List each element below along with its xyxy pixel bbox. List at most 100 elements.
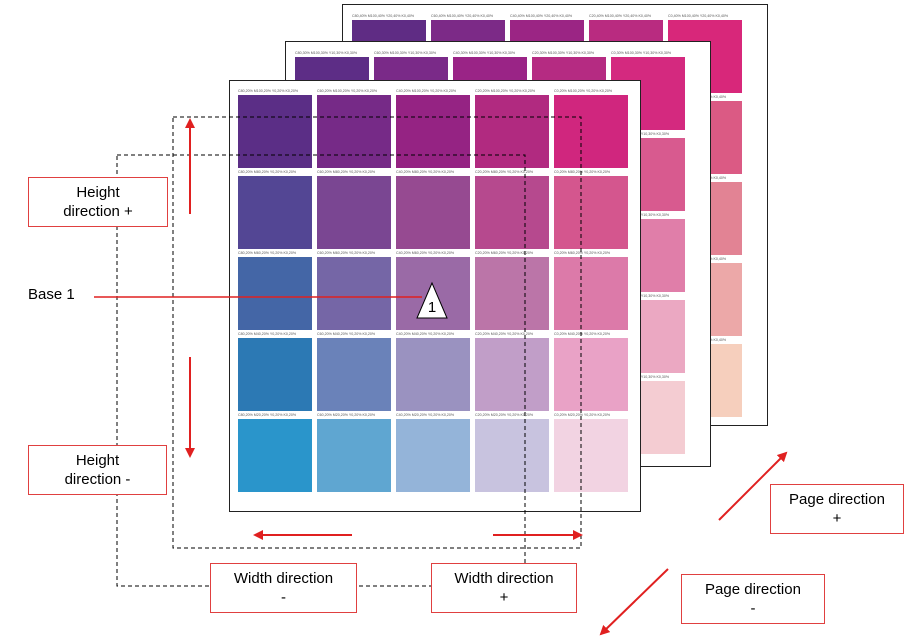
base-marker-triangle <box>416 281 448 319</box>
sheet-front: C80,20% M100,20% Y0,20% K0,20% C60,20% M1… <box>229 80 641 512</box>
swatch-label: C20,20% M60,20% Y0,20% K0,20% <box>475 251 534 255</box>
color-swatch <box>396 338 470 411</box>
swatch-label: C20,20% M20,20% Y0,20% K0,20% <box>475 413 534 417</box>
swatch-cell: C0,20% M40,20% Y0,20% K0,20% <box>554 330 628 411</box>
swatch-label: C20,20% M80,20% Y0,20% K0,20% <box>475 170 534 174</box>
swatch-label: C80,20% M60,20% Y0,20% K0,20% <box>238 251 297 255</box>
color-swatch <box>396 95 470 168</box>
color-swatch <box>475 338 549 411</box>
swatch-label: C80,40% M100,40% Y20,40% K0,40% <box>352 14 415 18</box>
swatch-label: C60,20% M40,20% Y0,20% K0,20% <box>317 332 376 336</box>
swatch-label: C0,20% M100,20% Y0,20% K0,20% <box>554 89 613 93</box>
color-swatch <box>554 95 628 168</box>
width-plus-line1: Width direction <box>454 570 554 587</box>
color-swatch <box>554 419 628 492</box>
swatch-cell: C80,20% M100,20% Y0,20% K0,20% <box>238 87 312 168</box>
swatch-label: C80,20% M40,20% Y0,20% K0,20% <box>238 332 297 336</box>
swatch-cell: C20,20% M80,20% Y0,20% K0,20% <box>475 168 549 249</box>
swatch-label: C80,20% M20,20% Y0,20% K0,20% <box>238 413 297 417</box>
swatch-label: C0,20% M80,20% Y0,20% K0,20% <box>554 170 611 174</box>
height-plus-line1: Height <box>76 184 120 201</box>
swatch-label: C0,40% M100,40% Y20,40% K0,40% <box>668 14 729 18</box>
page-plus-arrow <box>718 451 788 521</box>
color-swatch <box>475 419 549 492</box>
height-plus-label: Height direction + <box>28 177 168 227</box>
color-swatch <box>396 419 470 492</box>
swatch-cell: C60,20% M40,20% Y0,20% K0,20% <box>317 330 391 411</box>
color-swatch <box>554 257 628 330</box>
swatch-label: C60,20% M80,20% Y0,20% K0,20% <box>317 170 376 174</box>
color-swatch <box>317 257 391 330</box>
swatch-cell: C0,20% M80,20% Y0,20% K0,20% <box>554 168 628 249</box>
width-minus-label: Width direction - <box>210 563 357 613</box>
color-swatch <box>475 95 549 168</box>
color-swatch <box>317 95 391 168</box>
swatch-label: C40,20% M20,20% Y0,20% K0,20% <box>396 413 455 417</box>
width-plus-line2: + <box>499 589 509 606</box>
swatch-cell: C20,20% M100,20% Y0,20% K0,20% <box>475 87 549 168</box>
swatch-cell: C80,20% M60,20% Y0,20% K0,20% <box>238 249 312 330</box>
page-minus-line2: - <box>750 600 756 617</box>
swatch-label: C40,20% M80,20% Y0,20% K0,20% <box>396 170 455 174</box>
height-minus-label: Height direction - <box>28 445 167 495</box>
swatch-label: C60,20% M20,20% Y0,20% K0,20% <box>317 413 376 417</box>
color-swatch <box>238 419 312 492</box>
swatch-label: C40,20% M100,20% Y0,20% K0,20% <box>396 89 457 93</box>
color-swatch <box>238 257 312 330</box>
swatch-label: C20,20% M100,20% Y0,20% K0,20% <box>475 89 536 93</box>
page-minus-arrow <box>599 568 669 636</box>
page-minus-line1: Page direction <box>705 581 801 598</box>
swatch-label: C40,20% M40,20% Y0,20% K0,20% <box>396 332 455 336</box>
swatch-label: C60,20% M60,20% Y0,20% K0,20% <box>317 251 376 255</box>
swatch-cell: C40,20% M80,20% Y0,20% K0,20% <box>396 168 470 249</box>
height-plus-line2: direction + <box>63 203 133 220</box>
swatch-cell: C20,20% M40,20% Y0,20% K0,20% <box>475 330 549 411</box>
swatch-label: C60,30% M100,30% Y10,30% K0,30% <box>374 51 437 55</box>
color-swatch <box>238 338 312 411</box>
swatch-cell: C60,20% M80,20% Y0,20% K0,20% <box>317 168 391 249</box>
swatch-label: C0,20% M60,20% Y0,20% K0,20% <box>554 251 611 255</box>
height-minus-line1: Height <box>75 452 120 469</box>
swatch-label: C60,40% M100,40% Y20,40% K0,40% <box>431 14 494 18</box>
dashed-frame-inner <box>172 116 582 549</box>
swatch-label: C40,40% M100,40% Y20,40% K0,40% <box>510 14 573 18</box>
color-swatch <box>238 176 312 249</box>
dashed-frame-outer <box>116 154 526 587</box>
color-swatch <box>238 95 312 168</box>
swatch-label: C60,20% M100,20% Y0,20% K0,20% <box>317 89 378 93</box>
swatch-cell: C80,20% M80,20% Y0,20% K0,20% <box>238 168 312 249</box>
height-minus-line2: direction - <box>64 471 131 488</box>
color-swatch <box>317 419 391 492</box>
page-plus-line2: + <box>832 510 842 527</box>
color-swatch <box>317 338 391 411</box>
color-swatch <box>554 176 628 249</box>
page-plus-label: Page direction + <box>770 484 904 534</box>
swatch-grid-front: C80,20% M100,20% Y0,20% K0,20% C60,20% M1… <box>238 87 628 492</box>
swatch-label: C40,30% M100,30% Y10,30% K0,30% <box>453 51 516 55</box>
color-swatch <box>475 257 549 330</box>
swatch-label: C20,30% M100,30% Y10,30% K0,30% <box>532 51 595 55</box>
page-plus-line1: Page direction <box>789 491 885 508</box>
swatch-cell: C80,20% M40,20% Y0,20% K0,20% <box>238 330 312 411</box>
width-minus-line1: Width direction <box>233 570 334 587</box>
swatch-label: C40,20% M60,20% Y0,20% K0,20% <box>396 251 455 255</box>
swatch-label: C20,40% M100,40% Y20,40% K0,40% <box>589 14 652 18</box>
base-label: Base 1 <box>28 286 75 303</box>
swatch-cell: C60,20% M100,20% Y0,20% K0,20% <box>317 87 391 168</box>
swatch-cell: C20,20% M60,20% Y0,20% K0,20% <box>475 249 549 330</box>
swatch-label: C0,20% M40,20% Y0,20% K0,20% <box>554 332 611 336</box>
color-swatch <box>317 176 391 249</box>
color-swatch <box>475 176 549 249</box>
swatch-cell: C0,20% M60,20% Y0,20% K0,20% <box>554 249 628 330</box>
color-swatch <box>396 176 470 249</box>
swatch-label: C20,20% M40,20% Y0,20% K0,20% <box>475 332 534 336</box>
swatch-cell: C40,20% M40,20% Y0,20% K0,20% <box>396 330 470 411</box>
swatch-cell: C60,20% M20,20% Y0,20% K0,20% <box>317 411 391 492</box>
swatch-cell: C0,20% M20,20% Y0,20% K0,20% <box>554 411 628 492</box>
swatch-label: C0,30% M100,30% Y10,30% K0,30% <box>611 51 672 55</box>
page-minus-label: Page direction - <box>681 574 825 624</box>
base-marker-number: 1 <box>428 299 436 316</box>
swatch-label: C0,20% M20,20% Y0,20% K0,20% <box>554 413 611 417</box>
width-plus-label: Width direction + <box>431 563 577 613</box>
